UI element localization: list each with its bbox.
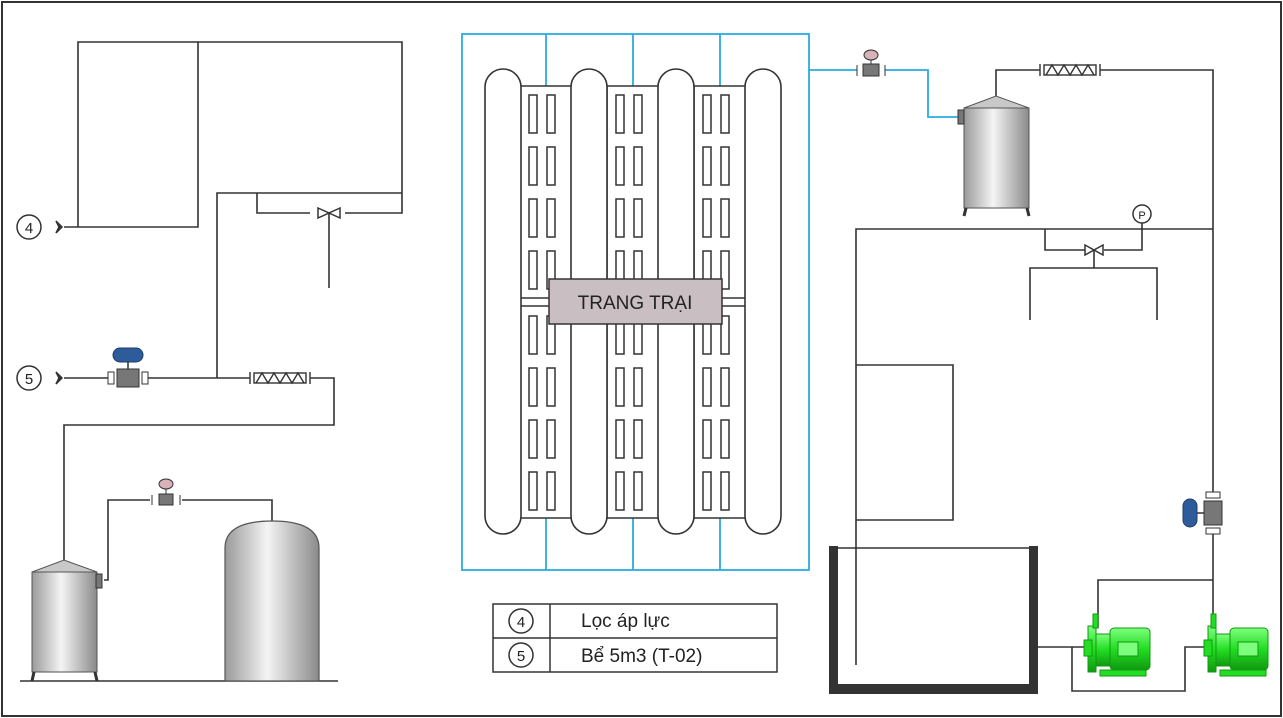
- pressure-filter-tank: [957, 95, 1031, 217]
- actuated-valve-icon: [107, 347, 149, 388]
- legend-row: 5 Bể 5m3 (T-02): [508, 642, 702, 668]
- svg-text:P: P: [1138, 210, 1145, 222]
- flowmeter-icon: [249, 371, 311, 385]
- manual-valve-icon: [151, 478, 181, 506]
- pump-2-icon: [1203, 613, 1269, 677]
- legend-label: Bể 5m3 (T-02): [581, 646, 702, 667]
- svg-text:4: 4: [517, 614, 525, 631]
- pump-1-icon: [1083, 613, 1151, 677]
- marker-4: 4: [16, 214, 64, 240]
- gate-valve-icon: [317, 206, 341, 220]
- svg-text:5: 5: [25, 371, 33, 388]
- svg-text:5: 5: [517, 648, 525, 665]
- gate-valve-icon: [1084, 243, 1104, 257]
- farm-label: TRANG TRẠI: [578, 293, 693, 314]
- collection-tank: [829, 546, 1038, 694]
- inlet-chevron-icon: [55, 371, 64, 385]
- farm-label-box: [548, 278, 723, 325]
- left-piping: [20, 41, 403, 682]
- legend-label: Lọc áp lực: [581, 611, 670, 632]
- legend-table: 4 Lọc áp lực 5 Bể 5m3 (T-02): [492, 603, 778, 673]
- storage-tank-5m3: [224, 520, 320, 682]
- right-piping: [855, 69, 1214, 692]
- flowmeter-icon: [1039, 63, 1101, 77]
- marker-5: 5: [16, 365, 64, 391]
- actuated-valve-icon: [1182, 491, 1223, 535]
- manual-valve-icon: [856, 49, 886, 77]
- pressure-filter-tank: [30, 559, 103, 682]
- farm-layout: TRANG TRẠI: [484, 68, 782, 535]
- legend-row: 4 Lọc áp lực: [508, 608, 670, 634]
- svg-text:4: 4: [25, 220, 33, 237]
- pressure-gauge-icon: P: [1132, 204, 1152, 224]
- inlet-chevron-icon: [55, 220, 64, 234]
- farm-water-lines: [461, 33, 958, 571]
